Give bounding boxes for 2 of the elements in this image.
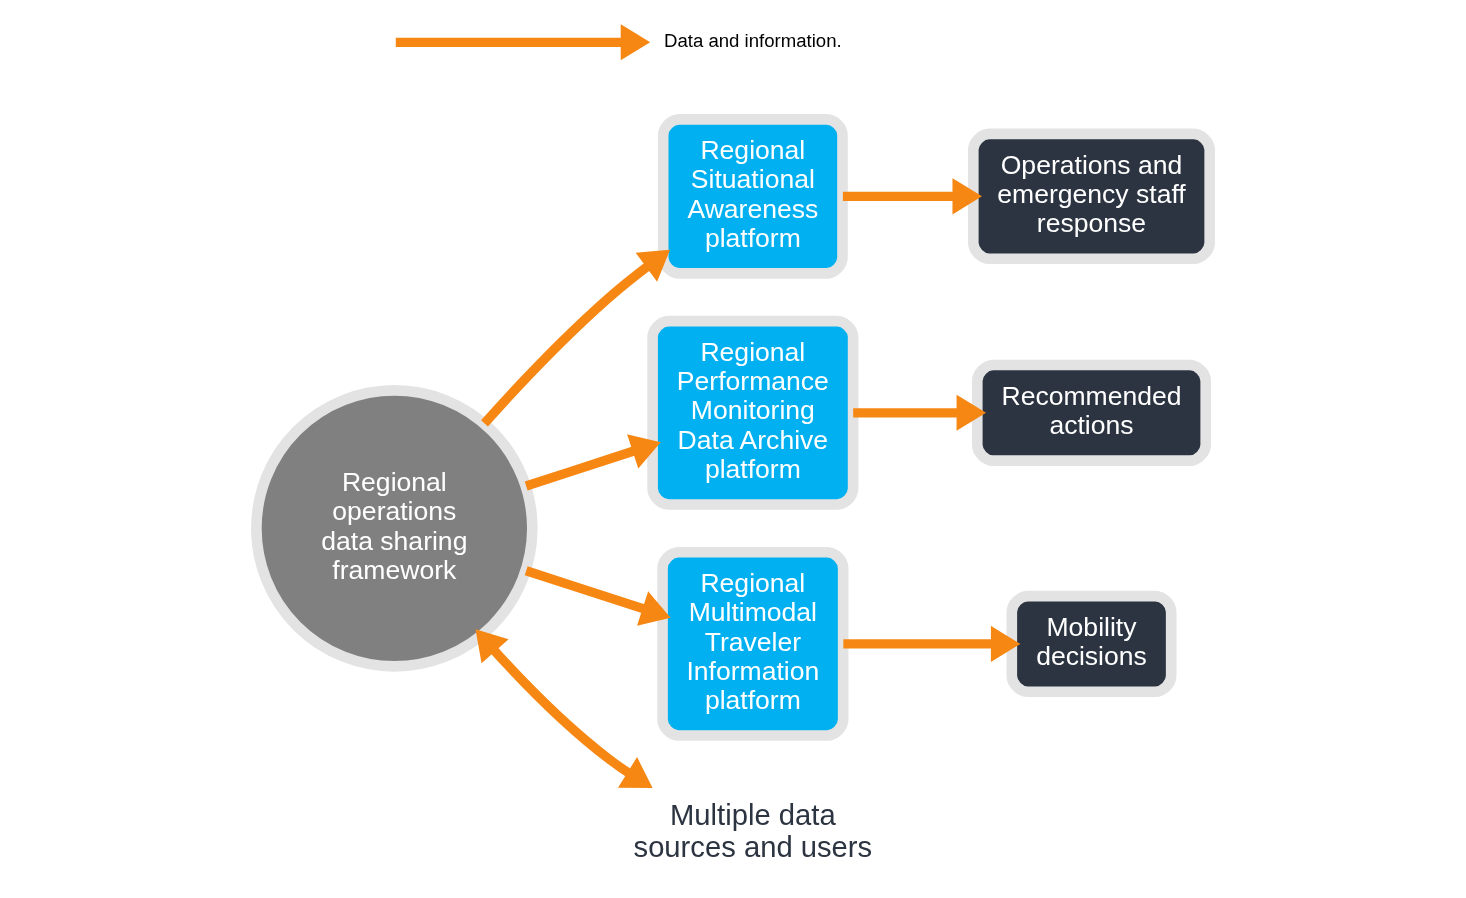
node-text: Multiple data sources and users: [633, 799, 873, 864]
legend-label: Data and information.: [664, 30, 842, 52]
